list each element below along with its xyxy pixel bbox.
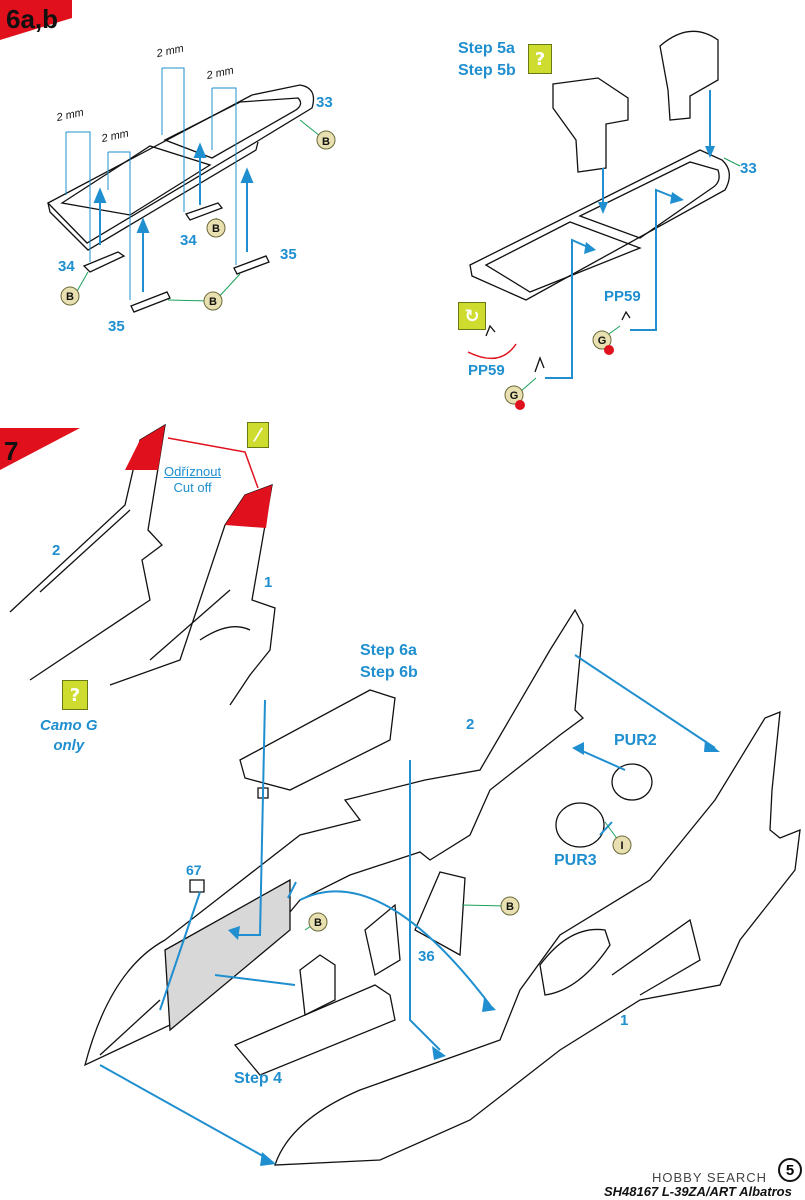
step-6a-label: Step 6a: [360, 642, 417, 659]
part-1-label: 1: [264, 574, 273, 591]
tail-tip-red-1: [225, 485, 272, 528]
step7-fuselage-rear: [274, 710, 801, 1166]
question-icon: ?: [528, 44, 552, 74]
step-5a-label: Step 5a: [458, 40, 515, 57]
camo-note: Camo G only: [40, 716, 98, 756]
step6-left-frame: [46, 84, 315, 313]
pp59-label: PP59: [604, 288, 641, 305]
step7-fuselage-front: [84, 608, 584, 1067]
cutoff-english: Cut off: [173, 480, 212, 495]
product-code: SH48167 L-39ZA/ART Albatros: [604, 1184, 792, 1199]
pp59-label: PP59: [468, 362, 505, 379]
step7-arrows: [99, 654, 716, 1161]
part-36-label: 36: [418, 948, 435, 965]
part-34-label: 34: [180, 232, 197, 249]
cutoff-note: Odříznout Cut off: [164, 464, 221, 496]
step6-right-arrows: [545, 90, 711, 379]
part-1-label: 1: [620, 1012, 629, 1029]
rotate-icon: ↻: [458, 302, 486, 330]
part-33-label: 33: [740, 160, 757, 177]
step7-canopy-frame: [239, 689, 396, 799]
dimension-lines: [65, 67, 237, 300]
step6-right-frame: [469, 30, 730, 373]
part-35-label: 35: [108, 318, 125, 335]
step7-tail-1: [109, 483, 276, 706]
part-33-label: 33: [316, 94, 333, 111]
step-7-banner: [0, 428, 80, 470]
question-icon: ?: [62, 680, 88, 710]
tail-tip-red-2: [125, 425, 165, 470]
part-2-label: 2: [52, 542, 61, 559]
watermark: HOBBY SEARCH: [652, 1170, 768, 1185]
part-2-label: 2: [466, 716, 475, 733]
step-number-7: 7: [4, 436, 19, 466]
pur2-label: PUR2: [614, 732, 657, 749]
rotate-arrow: [467, 343, 517, 360]
step-6b-label: Step 6b: [360, 664, 418, 681]
step-5-reference: Step 5a Step 5b: [458, 38, 516, 82]
camo-line-2: only: [53, 737, 85, 754]
part-35-label: 35: [280, 246, 297, 263]
part-67-label: 67: [186, 862, 202, 878]
part-34-label: 34: [58, 258, 75, 275]
step7-arrowheads: [228, 740, 720, 1166]
step-number-6: 6a,b: [6, 4, 59, 34]
step-4-label: Step 4: [234, 1070, 283, 1087]
pur3-label: PUR3: [554, 852, 597, 869]
camo-line-1: Camo G: [40, 717, 98, 734]
step-5b-label: Step 5b: [458, 62, 516, 79]
step-6-banner: [0, 0, 72, 40]
cut-icon: ⁄: [247, 422, 269, 448]
cutoff-czech: Odříznout: [164, 464, 222, 479]
step7-tail-2: [9, 423, 166, 681]
step6-right-arrowheads: [584, 146, 715, 254]
cutoff-leaders: [167, 437, 259, 489]
step7-cockpit-tub: [233, 903, 401, 1076]
step-6-reference: Step 6a Step 6b: [360, 640, 418, 684]
step7-parts: [189, 763, 653, 957]
step6-left-arrows: [93, 142, 254, 292]
page-number: 5: [778, 1158, 802, 1182]
